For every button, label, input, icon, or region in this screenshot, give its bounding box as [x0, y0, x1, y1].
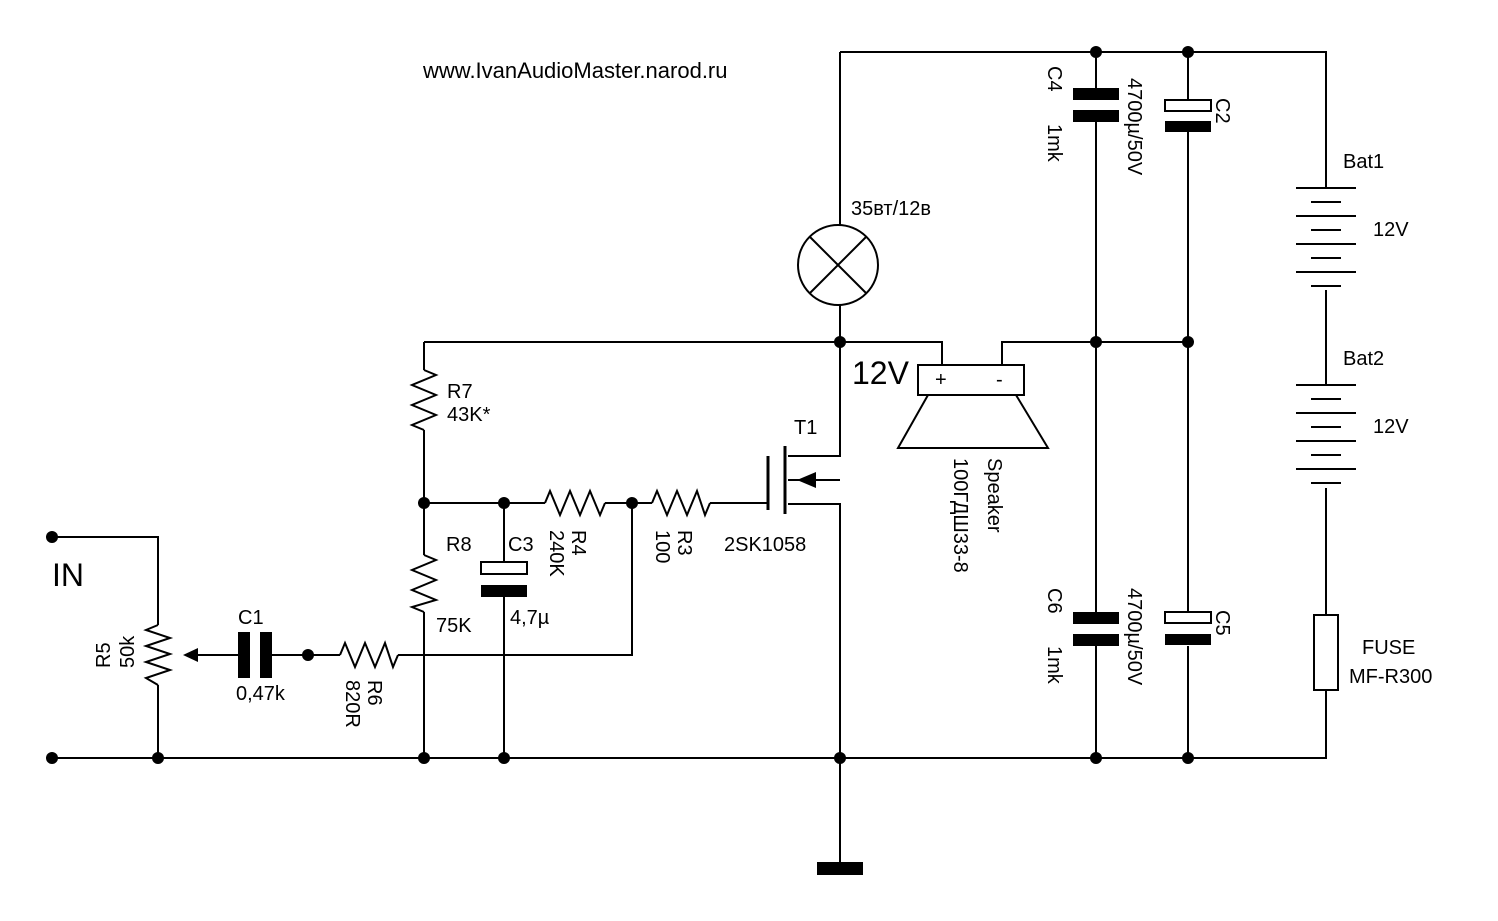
r5-value: 50k — [117, 635, 139, 668]
capacitor-c5 — [1164, 611, 1212, 645]
capacitor-c2 — [1164, 99, 1212, 132]
c2-ref: C2 — [1211, 98, 1233, 124]
r6-value: 820R — [341, 680, 363, 728]
c4-ref: C4 — [1043, 66, 1065, 92]
t1-part: 2SK1058 — [724, 534, 806, 556]
speaker-plus: + — [935, 369, 947, 391]
r4-ref: R4 — [567, 530, 589, 556]
bat2-ref: Bat2 — [1343, 348, 1384, 370]
ground-symbol — [817, 862, 863, 875]
c2-value: 4700µ/50V — [1123, 78, 1145, 176]
potentiometer-r5 — [142, 624, 240, 686]
capacitor-c6 — [1073, 612, 1119, 646]
speaker-model: 100ГДШ33-8 — [949, 458, 971, 573]
resistor-r3 — [651, 488, 711, 518]
website-label: www.IvanAudioMaster.narod.ru — [422, 58, 728, 83]
bat1-ref: Bat1 — [1343, 151, 1384, 173]
resistor-r4 — [544, 488, 606, 518]
capacitor-c4 — [1073, 88, 1119, 122]
t1-ref: T1 — [794, 417, 817, 439]
c3-ref: C3 — [508, 534, 534, 556]
r7-value: 43K* — [447, 404, 491, 426]
speaker-minus: - — [996, 369, 1003, 391]
r3-ref: R3 — [673, 530, 695, 556]
r4-value: 240K — [545, 530, 567, 577]
capacitor-c1 — [238, 632, 272, 678]
r5-ref: R5 — [93, 642, 115, 668]
resistor-r6 — [339, 640, 399, 670]
r8-ref: R8 — [446, 534, 472, 556]
battery-bat2 — [1296, 375, 1356, 500]
fuse — [1313, 614, 1339, 691]
speaker-name: Speaker — [983, 458, 1005, 533]
c1-value: 0,47k — [236, 683, 286, 705]
c1-ref: C1 — [238, 607, 264, 629]
r6-ref: R6 — [363, 680, 385, 706]
c6-ref: C6 — [1043, 588, 1065, 614]
r3-value: 100 — [651, 530, 673, 563]
bat2-value: 12V — [1373, 416, 1409, 438]
r8-value: 75K — [436, 615, 472, 637]
c5-value: 4700µ/50V — [1123, 588, 1145, 686]
battery-bat1 — [1296, 178, 1356, 300]
c4-value: 1mk — [1043, 124, 1065, 163]
junction-dots — [46, 46, 1194, 764]
bat1-value: 12V — [1373, 219, 1409, 241]
mosfet-t1 — [766, 446, 840, 514]
c5-ref: C5 — [1211, 610, 1233, 636]
input-label: IN — [52, 557, 84, 593]
c6-value: 1mk — [1043, 646, 1065, 685]
supply-label: 12V — [852, 355, 910, 391]
c3-value: 4,7µ — [510, 607, 550, 629]
resistor-r7 — [409, 369, 439, 431]
lamp-label: 35вт/12в — [851, 198, 931, 220]
fuse-part: MF-R300 — [1349, 666, 1432, 688]
lamp — [797, 224, 879, 306]
r7-ref: R7 — [447, 381, 473, 403]
resistor-r8 — [409, 554, 439, 613]
fuse-name: FUSE — [1362, 637, 1415, 659]
capacitor-c3 — [480, 561, 528, 597]
speaker — [896, 364, 1050, 449]
